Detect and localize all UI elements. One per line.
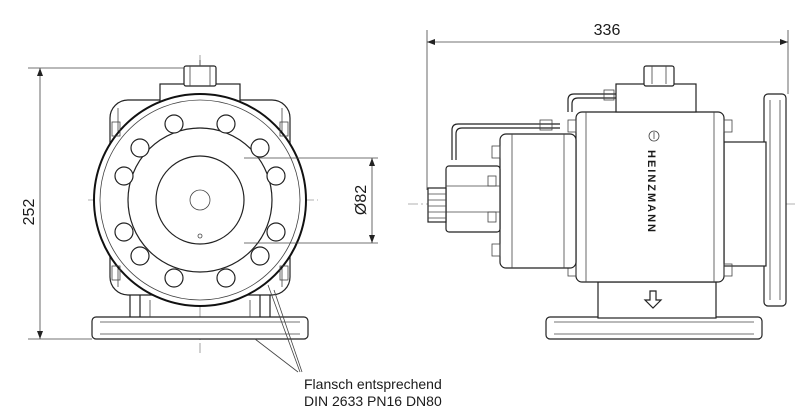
- height-dimension-label: 252: [21, 199, 38, 226]
- down-arrow-icon: [643, 290, 663, 309]
- ground-icon: [648, 130, 660, 142]
- side-view: [408, 30, 795, 340]
- flange-note-line2: DIN 2633 PN16 DN80: [304, 393, 442, 409]
- diameter-dimension-label: Ø82: [353, 185, 370, 215]
- width-dimension-label: 336: [594, 22, 621, 39]
- bolt-holes: [114, 114, 286, 288]
- front-view: [28, 55, 378, 373]
- flange-note-line1: Flansch entsprechend: [304, 376, 442, 392]
- brand-text: HEINZMANN: [645, 150, 657, 234]
